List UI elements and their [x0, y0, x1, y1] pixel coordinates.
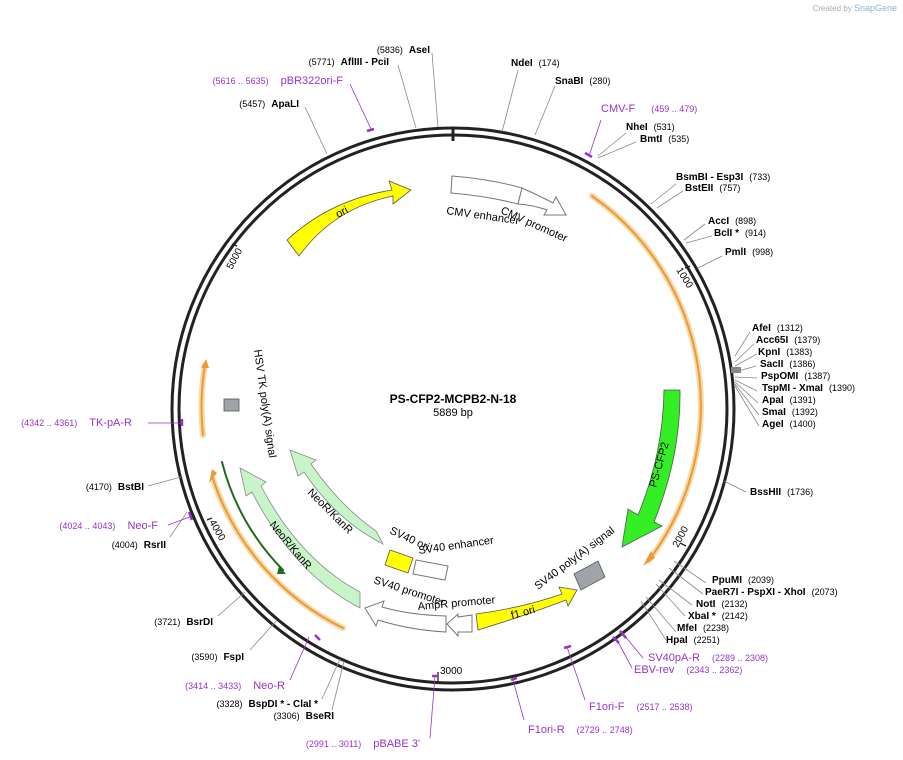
feature-f1-ori	[475, 586, 578, 631]
primer-neo-r: (3414 .. 3433)Neo-R	[185, 680, 285, 692]
feature-label-neor-outer: NeoR/KanR	[267, 519, 314, 572]
enzyme-noti: NotI(2132)	[696, 599, 747, 610]
feature-sv40-enhancer	[412, 559, 449, 581]
orf-arrowhead-tk	[201, 359, 209, 368]
enzyme-mfei: MfeI(2238)	[677, 623, 729, 634]
enzyme-tspmi-xmai: TspMI - XmaI(1390)	[762, 383, 855, 394]
feature-cmv-enhancer	[450, 175, 523, 205]
enzyme-ppumi: PpuMI(2039)	[712, 575, 774, 586]
enzyme-apai: ApaI(1391)	[762, 395, 816, 406]
primer-ebv-rev: EBV-rev(2343 .. 2362)	[634, 664, 742, 676]
primer-pbabe3: (2991 .. 3011)pBABE 3'	[306, 738, 420, 750]
enzyme-sacii: SacII(1386)	[760, 359, 815, 370]
enzyme-acci: AccI(898)	[708, 216, 756, 227]
tick-label-3000: 3000	[440, 666, 463, 677]
feature-cmv-promoter	[517, 187, 567, 216]
enzyme-acc65i: Acc65I(1379)	[756, 335, 820, 346]
enzyme-bseri: (3306)BseRI	[274, 711, 335, 722]
primer-neo-f: (4024 .. 4043)Neo-F	[59, 520, 158, 532]
enzyme-smai: SmaI(1392)	[762, 407, 818, 418]
enzyme-paer7i-pspxi-xhoi: PaeR7I - PspXI - XhoI(2073)	[705, 587, 838, 598]
tick-label-2000: 2000	[671, 524, 691, 549]
enzyme-bspdi-clai: (3328)BspDI * - ClaI *	[217, 699, 319, 710]
enzyme-nhei: NheI(531)	[626, 122, 675, 133]
feature-label-sv40-ori: SV40 ori	[388, 525, 431, 554]
primer-marks	[180, 127, 627, 682]
enzyme-kpni: KpnI(1383)	[758, 347, 812, 358]
enzyme-bcli: BclI *(914)	[714, 228, 766, 239]
enzyme-rsrii: (4004)RsrII	[112, 540, 166, 551]
enzyme-pspomi: PspOMI(1387)	[761, 371, 830, 382]
feature-label-f1-ori: f1 ori	[510, 604, 537, 622]
primer-pbr322ori-f: (5616 .. 5635)pBR322ori-F	[213, 75, 344, 87]
enzyme-bsteii: BstEII(757)	[685, 183, 740, 194]
enzyme-ndei: NdeI(174)	[511, 58, 560, 69]
plasmid-name: PS-CFP2-MCPB2-N-18	[390, 392, 517, 406]
orf-arcs	[198, 193, 704, 631]
enzyme-afliii-pcii: (5771)AflIII - PciI	[309, 57, 390, 68]
feature-label-sv40-polya: SV40 poly(A) signal	[533, 525, 617, 593]
feature-ps-cfp2	[621, 389, 681, 548]
enzyme-snabi: SnaBI(280)	[555, 76, 610, 87]
enzyme-fspi: (3590)FspI	[191, 652, 244, 663]
enzyme-pmli: PmlI(998)	[725, 247, 773, 258]
feature-label-hsv-tk-polya: HSV TK poly(A) signal	[251, 349, 278, 459]
tick-label-4000: 4000	[206, 518, 227, 543]
enzyme-bstbi: (4170)BstBI	[86, 482, 144, 493]
tick-label-5000: 5000	[225, 246, 245, 271]
enzyme-lines	[147, 52, 760, 711]
enzyme-agei: AgeI(1400)	[762, 419, 816, 430]
tick-marks	[206, 243, 691, 681]
feature-sv40-polya	[573, 560, 606, 591]
feature-label-ori: ori	[334, 204, 350, 220]
enzyme-bmti: BmtI(535)	[640, 134, 689, 145]
enzyme-apali: (5457)ApaLI	[239, 99, 299, 110]
orf-arrowhead-cfp	[643, 551, 655, 566]
feature-ampr-promoter	[446, 612, 473, 638]
primer-sv40pa-r: SV40pA-R(2289 .. 2308)	[648, 652, 768, 664]
enzyme-bsrdi: (3721)BsrDI	[154, 617, 213, 628]
enzyme-afei: AfeI(1312)	[752, 323, 803, 334]
enzyme-hpai: HpaI(2251)	[666, 635, 720, 646]
enzyme-bsshii: BssHII(1736)	[750, 487, 813, 498]
feature-neor-inner	[289, 449, 384, 545]
tick-label-1000: 1000	[673, 266, 694, 291]
orf-arrowhead-neo-inner	[277, 566, 286, 574]
enzyme-bsmbi-esp3i: BsmBI - Esp3I(733)	[676, 172, 770, 183]
primer-f1ori-r: F1ori-R(2729 .. 2748)	[528, 724, 633, 736]
enzyme-asei: (5836)AseI	[377, 45, 430, 56]
feature-neor-outer	[239, 467, 361, 609]
primer-tk-pa-r: (4342 .. 4361)TK-pA-R	[21, 417, 132, 429]
enzyme-xbai: XbaI *(2142)	[688, 611, 748, 622]
primer-f1ori-f: F1ori-F(2517 .. 2538)	[589, 701, 693, 713]
primer-cmv-f: CMV-F(459 .. 479)	[601, 103, 697, 115]
orf-arrowhead-neo	[209, 469, 217, 483]
feature-hsv-tk-polya	[223, 398, 240, 412]
feature-ori	[286, 180, 412, 257]
plasmid-length: 5889 bp	[433, 407, 473, 419]
feature-sv40-ori	[384, 549, 414, 574]
feature-sv40-promoter	[364, 600, 447, 633]
snapgene-credit: Created by SnapGene	[812, 3, 897, 13]
primer-lines	[148, 83, 644, 739]
